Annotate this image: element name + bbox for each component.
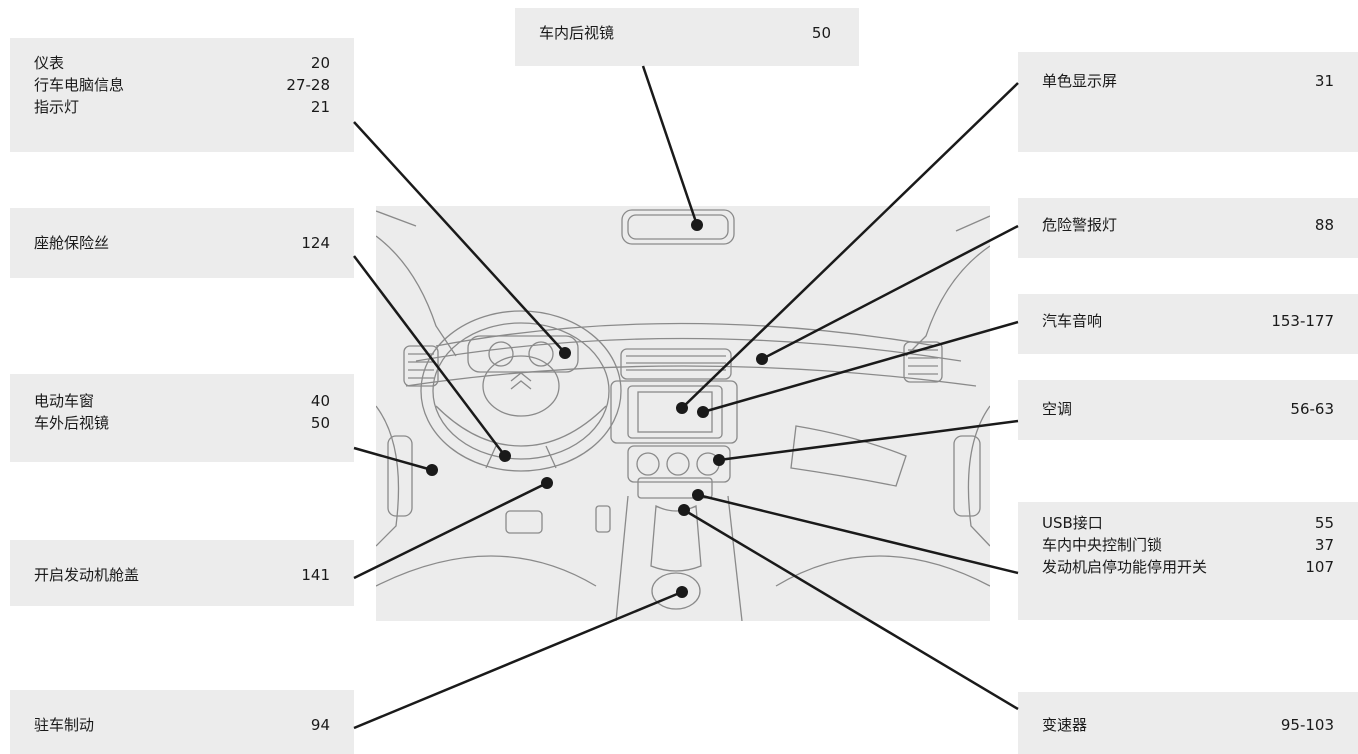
- callout-page: 50: [310, 414, 330, 432]
- callout-page: 31: [1314, 72, 1334, 90]
- callout-label: 车外后视镜: [34, 414, 110, 432]
- callout-row: USB接口 55: [1042, 512, 1334, 534]
- callout-fuses: 座舱保险丝 124: [10, 208, 354, 278]
- callout-audio: 汽车音响 153-177: [1018, 294, 1358, 354]
- callout-row: 发动机启停功能停用开关 107: [1042, 556, 1334, 578]
- callout-instruments: 仪表 20 行车电脑信息 27-28 指示灯 21: [10, 38, 354, 152]
- callout-row: 仪表 20: [34, 52, 330, 74]
- callout-row: 电动车窗 40: [34, 390, 330, 412]
- callout-page: 124: [301, 234, 330, 252]
- callout-gearbox: 变速器 95-103: [1018, 692, 1358, 754]
- callout-rearview-mirror: 车内后视镜 50: [515, 8, 859, 66]
- callout-label: 单色显示屏: [1042, 72, 1118, 90]
- callout-label: 车内后视镜: [539, 24, 615, 42]
- callout-label: 驻车制动: [34, 716, 95, 734]
- callout-label: USB接口: [1042, 514, 1103, 532]
- dashboard-illustration: [376, 206, 990, 621]
- callout-label: 指示灯: [34, 98, 80, 116]
- callout-page: 50: [811, 24, 831, 42]
- callout-label: 电动车窗: [34, 392, 95, 410]
- callout-aircon: 空调 56-63: [1018, 380, 1358, 440]
- dashboard-sketch: [376, 209, 990, 621]
- callout-row: 行车电脑信息 27-28: [34, 74, 330, 96]
- callout-label: 车内中央控制门锁: [1042, 536, 1163, 554]
- callout-mono-screen: 单色显示屏 31: [1018, 52, 1358, 152]
- callout-page: 20: [310, 54, 330, 72]
- callout-page: 55: [1314, 514, 1334, 532]
- callout-label: 发动机启停功能停用开关: [1042, 558, 1208, 576]
- callout-page: 107: [1305, 558, 1334, 576]
- callout-page: 153-177: [1271, 312, 1334, 330]
- leader-rearview-mirror: [641, 65, 699, 226]
- callout-windows-mirrors: 电动车窗 40 车外后视镜 50: [10, 374, 354, 462]
- callout-label: 变速器: [1042, 716, 1088, 734]
- callout-hazard: 危险警报灯 88: [1018, 198, 1358, 258]
- callout-page: 21: [310, 98, 330, 116]
- callout-row: 车内中央控制门锁 37: [1042, 534, 1334, 556]
- callout-bonnet: 开启发动机舱盖 141: [10, 540, 354, 606]
- callout-label: 汽车音响: [1042, 312, 1103, 330]
- callout-console: USB接口 55 车内中央控制门锁 37 发动机启停功能停用开关 107: [1018, 502, 1358, 620]
- callout-page: 37: [1314, 536, 1334, 554]
- callout-page: 88: [1314, 216, 1334, 234]
- callout-label: 空调: [1042, 400, 1073, 418]
- callout-page: 56-63: [1290, 400, 1334, 418]
- callout-parking-brake: 驻车制动 94: [10, 690, 354, 754]
- callout-label: 座舱保险丝: [34, 234, 110, 252]
- callout-page: 40: [310, 392, 330, 410]
- callout-label: 危险警报灯: [1042, 216, 1118, 234]
- callout-row: 车外后视镜 50: [34, 412, 330, 434]
- callout-page: 27-28: [286, 76, 330, 94]
- callout-row: 指示灯 21: [34, 96, 330, 118]
- callout-page: 141: [301, 566, 330, 584]
- callout-page: 94: [310, 716, 330, 734]
- callout-label: 行车电脑信息: [34, 76, 125, 94]
- callout-label: 开启发动机舱盖: [34, 566, 140, 584]
- callout-page: 95-103: [1280, 716, 1334, 734]
- callout-label: 仪表: [34, 54, 65, 72]
